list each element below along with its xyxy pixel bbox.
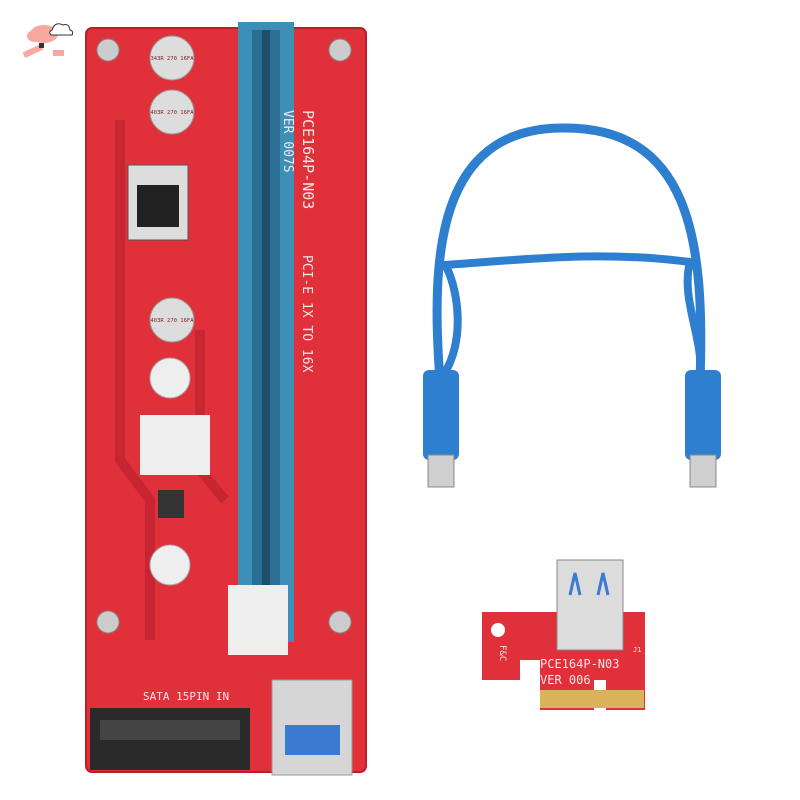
riser-board: 343R 270 16FA 403R 270 16FA 403R 270 16F… [85,22,367,776]
capacitors [149,35,195,586]
pcie-x16-slot [238,22,294,642]
connector-label: J1 [633,646,641,654]
riser-model: PCE164P-N03 [299,110,317,209]
capacitor-label-1: 343R 270 16FA [150,56,194,62]
usb3-port-adapter [556,559,624,651]
cloud-logo-icon [22,23,74,58]
usb-cable [423,123,721,488]
adapter-model: PCE164P-N03 [540,657,619,671]
pcie-x1-contacts [540,690,644,708]
chip [158,490,184,518]
capacitor-label-3: 403R 270 16FA [150,318,194,324]
usb-plug-left [423,370,459,460]
adapter-version: VER 006 [540,673,591,687]
adapter-card: PCE164P-N03 VER 006 F&C J1 [482,559,645,710]
sata-label: SATA 15PIN IN [143,690,229,703]
riser-version: VER 007S [280,110,295,173]
riser-description: PCI-E 1X TO 16X [299,255,314,373]
slot-latch [228,585,288,655]
pad [140,415,210,475]
mounting-holes [96,38,352,634]
capacitor-label-2: 403R 270 16FA [150,110,194,116]
usb-plug-right [685,370,721,460]
adapter-marking: F&C [497,645,507,661]
